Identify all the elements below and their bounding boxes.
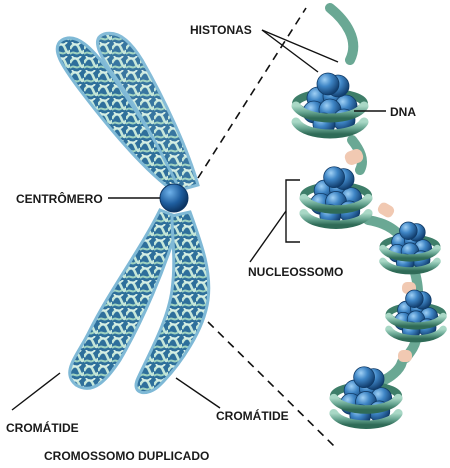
nucleosome-icon xyxy=(385,289,447,343)
histone-ball xyxy=(316,72,340,96)
centromere-icon xyxy=(159,183,189,213)
nucleossomo-bracket xyxy=(285,179,300,243)
nucleosome-icon xyxy=(379,221,441,275)
dna-fiber xyxy=(325,3,423,387)
histonas-pointer xyxy=(261,29,319,73)
dna-coil xyxy=(329,393,403,414)
histone-ball xyxy=(353,366,375,389)
zoom-line-top xyxy=(197,7,307,179)
nucleosome-icon xyxy=(299,166,373,229)
cromatide-left-label: CROMÁTIDE xyxy=(6,420,79,435)
caption-label: CROMOSSOMO DUPLICADO xyxy=(44,449,209,463)
dna-coil xyxy=(385,312,447,330)
dna-coil xyxy=(291,117,369,139)
histonas-pointer xyxy=(261,29,339,63)
histone-ball xyxy=(399,221,418,241)
nucleosome-icon xyxy=(329,366,403,429)
cromatide-right-pointer xyxy=(175,377,221,409)
dna-coil xyxy=(379,257,441,275)
linker-dna xyxy=(377,202,395,218)
nucleossomo-pointer xyxy=(249,210,287,263)
histone-ball xyxy=(323,166,345,189)
dna-coil xyxy=(299,209,373,229)
histone-ball xyxy=(405,289,424,309)
dna-label: DNA xyxy=(390,105,416,119)
cromatide-left-pointer xyxy=(11,372,61,411)
dna-coil xyxy=(299,193,373,214)
linker-dna xyxy=(398,350,412,362)
linker-dna xyxy=(344,149,364,165)
chromosome-upper-right-arm xyxy=(95,31,200,192)
leader-lines xyxy=(11,29,386,411)
centromero-label: CENTRÔMERO xyxy=(16,191,103,206)
chromosome-lower-right-arm xyxy=(134,210,211,395)
cromatide-right-label: CROMÁTIDE xyxy=(216,408,289,423)
dna-coil xyxy=(385,325,447,343)
dna-coil xyxy=(329,409,403,429)
histonas-label: HISTONAS xyxy=(190,23,252,37)
chromosome-lower-left-arm xyxy=(68,208,182,390)
dna-coil xyxy=(379,244,441,262)
nucleosome-icon xyxy=(291,72,369,139)
nucleosome-group xyxy=(291,72,447,429)
nucleossomo-label: NUCLEOSSOMO xyxy=(248,265,343,279)
zoom-line-bottom xyxy=(207,321,335,447)
